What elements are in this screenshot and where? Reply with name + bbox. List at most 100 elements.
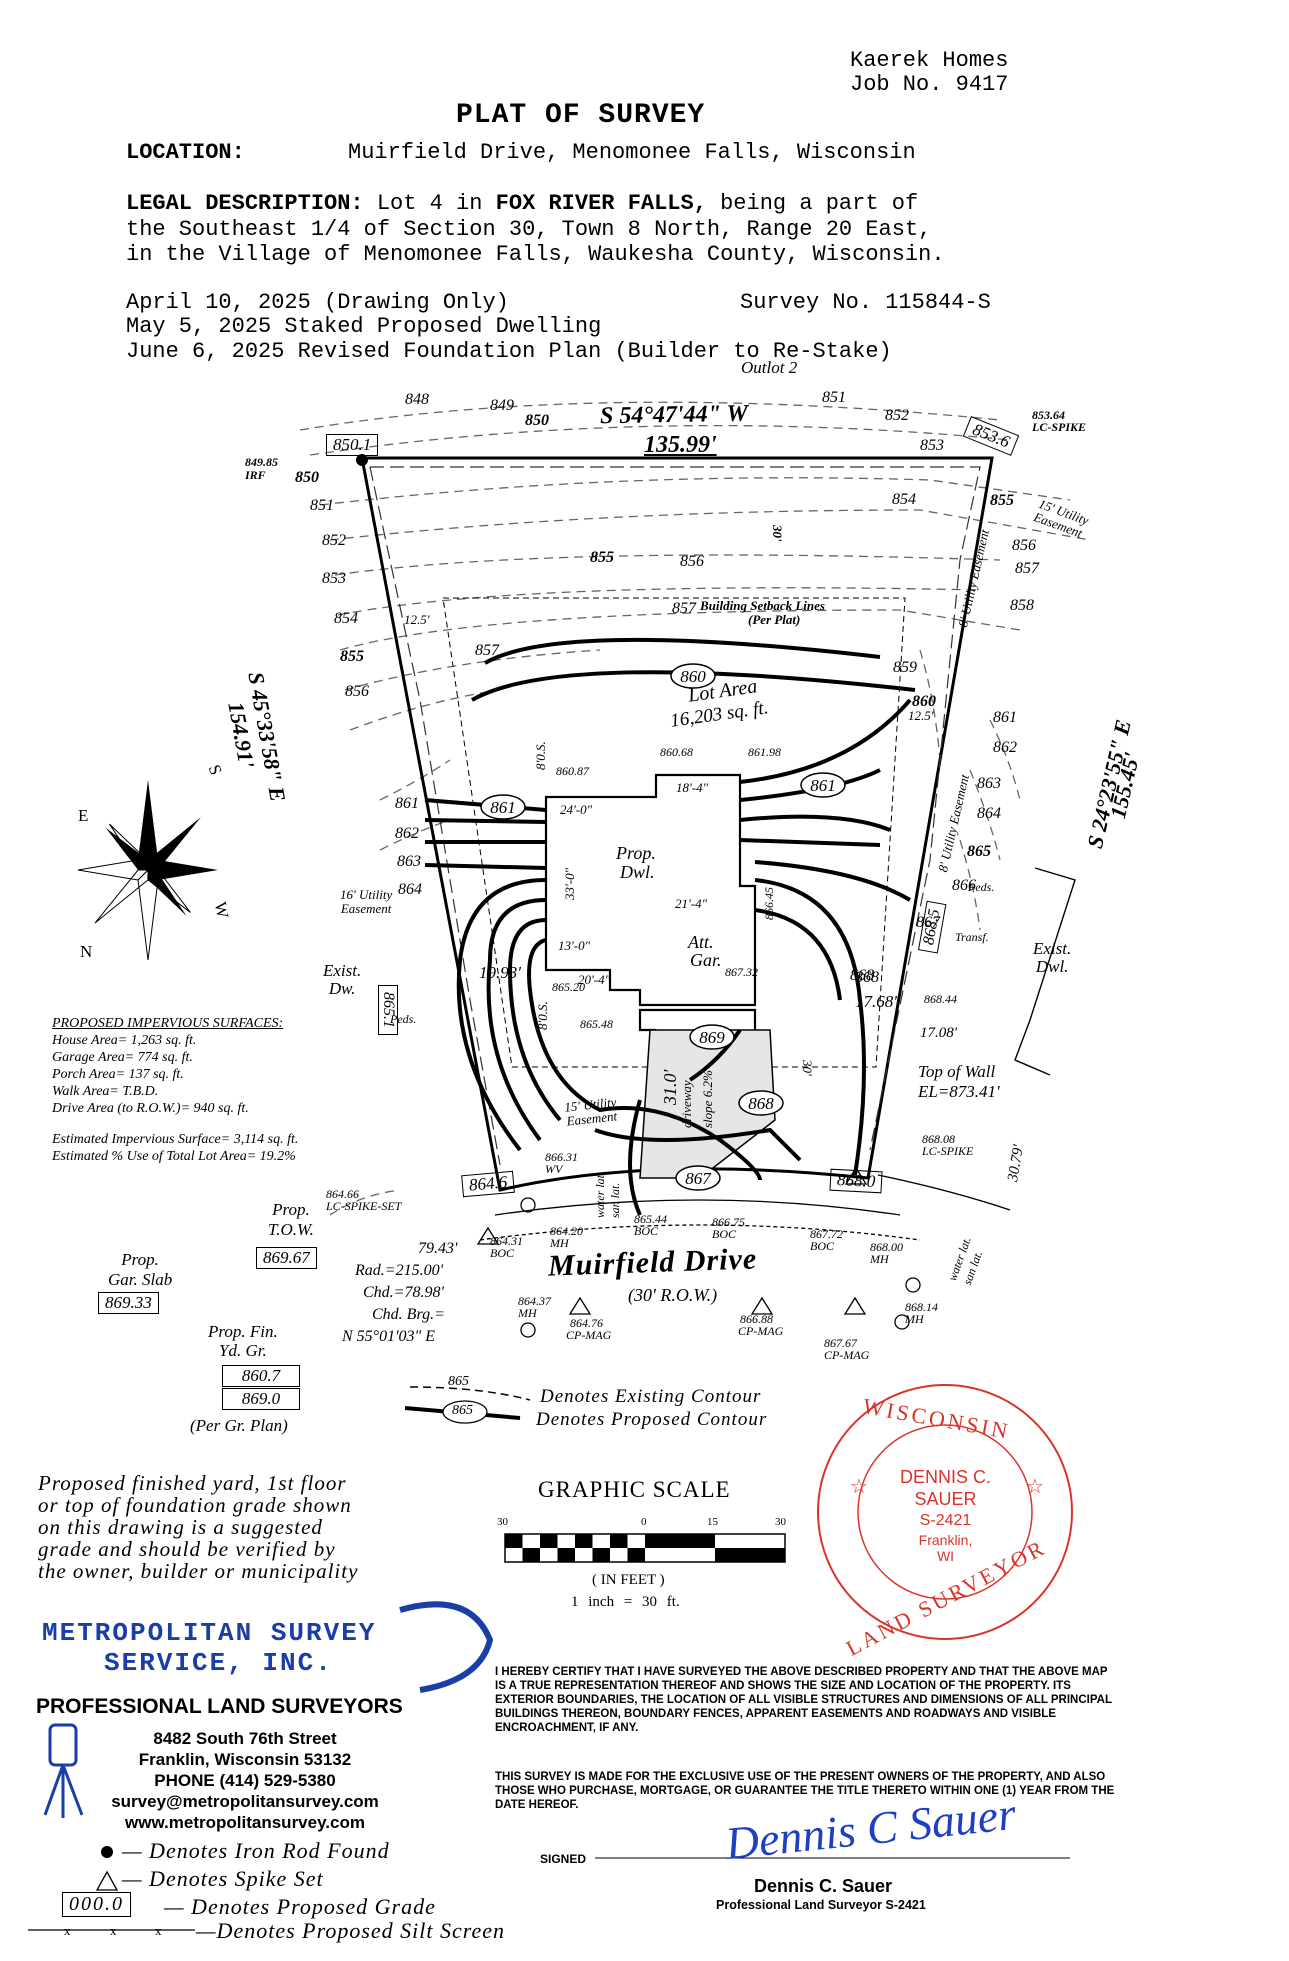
contour-label: 862 (395, 825, 419, 842)
contour-labels: 848 849 850 851 852 853 854 855 856 857 … (295, 389, 1040, 986)
elev-868-00-type: MH (870, 1252, 889, 1266)
proposed-contour (754, 908, 842, 1001)
legend-spike: — Denotes Spike Set (122, 1866, 324, 1891)
impervious-drive: Drive Area (to R.O.W.)= 940 sq. ft. (52, 1101, 249, 1116)
north-bearing: S 54°47'44" W (599, 400, 749, 430)
utility-south: 15' Utility Easement (564, 1094, 619, 1128)
elev-866-75-type: BOC (712, 1227, 736, 1241)
elev-865-48: 865.48 (580, 1017, 613, 1031)
water-lateral: water lat. (593, 1171, 607, 1218)
existing-driveway-label: Exist. Dw. (323, 962, 361, 998)
tripod-head (48, 1723, 78, 1767)
company-phone: PHONE (414) 529-5380 (154, 1771, 336, 1790)
compass-arm-diag (105, 827, 148, 870)
scale-cell (505, 1534, 523, 1548)
contour-tag-861-e (800, 772, 846, 798)
elev-864-20: 864.20 (550, 1224, 583, 1238)
scale-cell (715, 1548, 785, 1562)
company-city: Franklin, Wisconsin 53132 (138, 1750, 352, 1769)
impervious-walk: Walk Area= T.B.D. (52, 1084, 159, 1099)
grade-note-l1: Proposed finished yard, 1st floor (38, 1471, 347, 1495)
legend-proposed-sample: 865 (452, 1403, 473, 1418)
contour-tag-text: 867 (685, 1169, 712, 1188)
proposed-contour (628, 1099, 642, 1216)
elev-868-44: 868.44 (924, 992, 957, 1006)
sanitary-lateral: san lat. (608, 1182, 622, 1218)
existing-contour (337, 587, 981, 616)
compass-arm-diag (148, 816, 202, 870)
finish-grade-2: 869.0 (222, 1388, 300, 1410)
corner-nw-elevation: 849.85 (245, 455, 278, 469)
silt-screen-west (369, 466, 501, 1166)
existing-dwelling-outline (1014, 867, 1076, 1076)
contour-label: 857 (475, 642, 500, 659)
elev-867-67: 867.67 (824, 1336, 857, 1350)
company-website[interactable]: www.metropolitansurvey.com (125, 1813, 365, 1832)
grade-note-l2: or top of foundation grade shown (38, 1493, 352, 1517)
page-title: PLAT OF SURVEY (456, 100, 706, 131)
location-label: LOCATION: (126, 140, 245, 165)
spike-marker (844, 1166, 868, 1185)
iron-rod-marker (356, 454, 368, 466)
elev-867-72: 867.72 (810, 1227, 843, 1241)
driveway-slope: slope 6.2% (700, 1070, 715, 1128)
seal-star-icon: ☆ (850, 1476, 868, 1498)
legend-existing-sample: 865 (448, 1374, 469, 1389)
contour-tag-text: 860 (680, 667, 706, 686)
spike-marker (843, 1296, 867, 1315)
date-drawing: April 10, 2025 (Drawing Only) (126, 290, 509, 315)
impervious-estimate: Estimated Impervious Surface= 3,114 sq. … (52, 1132, 299, 1147)
elev-866-88: 866.88 (740, 1312, 773, 1326)
legal-line1-pre: Lot 4 in (376, 191, 483, 216)
scale-ratio: 1 inch = 30 ft. (571, 1594, 680, 1610)
legend-silt-x: x (155, 1923, 162, 1938)
existing-contour (299, 401, 1001, 431)
legend-grade-box: 000.0 (62, 1892, 131, 1917)
exist-dw-l2: Dw. (328, 979, 356, 998)
seal-city-2: WI (936, 1548, 955, 1564)
elev-868-00: 868.00 (870, 1240, 903, 1254)
corner-ne-elevation: 853.64 (1032, 408, 1065, 422)
contour-tag-860 (670, 663, 716, 689)
elev-860-87: 860.87 (556, 764, 589, 778)
legal-subdivision: FOX RIVER FALLS, (495, 191, 707, 216)
contour-label: 864 (977, 805, 1001, 822)
contour-label: 856 (1012, 537, 1036, 554)
contour-label: 855 (340, 648, 364, 665)
elev-868-08-type: LC-SPIKE (922, 1144, 974, 1158)
setback-rectangle (442, 597, 906, 1068)
street-name: Muirfield Drive (547, 1242, 758, 1283)
builder-name: Kaerek Homes (850, 48, 1009, 73)
legend-silt-screen: —Denotes Proposed Silt Screen (196, 1918, 506, 1943)
manhole-icon (520, 1322, 536, 1338)
proposed-contour (507, 918, 562, 1122)
legal-line-1: LEGAL DESCRIPTION: Lot 4 in FOX RIVER FA… (126, 191, 918, 216)
compass-arm (138, 780, 158, 870)
elev-867-67-type: CP-MAG (824, 1348, 870, 1362)
grade-note-l4: grade and should be verified by (38, 1537, 336, 1561)
elev-868-14-type: MH (905, 1312, 924, 1326)
setback-lines (442, 597, 906, 1068)
contour-label: 864 (398, 881, 422, 898)
curb-line (494, 1199, 901, 1216)
company-email[interactable]: survey@metropolitansurvey.com (111, 1792, 379, 1811)
seal-city-1: Franklin, (918, 1532, 973, 1548)
legend-existing-line (409, 1386, 531, 1401)
manhole-icon (894, 1314, 910, 1330)
contour-label: 863 (397, 853, 421, 870)
contour-label: 851 (822, 389, 846, 406)
survey-number: Survey No. 115844-S (740, 290, 991, 315)
job-number: Job No. 9417 (850, 72, 1009, 97)
contour-label: 853 (322, 570, 346, 587)
contour-label: 848 (405, 391, 429, 408)
fin-label-l2: Yd. Gr. (219, 1341, 267, 1360)
impervious-block: PROPOSED IMPERVIOUS SURFACES: House Area… (52, 1015, 298, 1165)
dim-18: 18'-4" (676, 780, 709, 795)
legend-spike-icon (95, 1870, 119, 1891)
seal-center: DENNIS C. SAUER S-2421 Franklin, WI (868, 1466, 1023, 1564)
setback-sublabel: (Per Plat) (748, 612, 801, 627)
contour-label: 850 (525, 412, 549, 429)
street-row: (30' R.O.W.) (628, 1285, 718, 1305)
contour-label: 859 (893, 659, 917, 676)
